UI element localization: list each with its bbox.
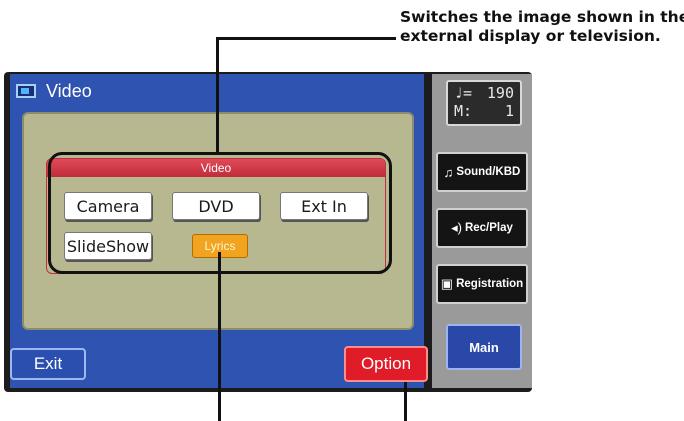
music-note-icon: ♫ <box>443 164 454 180</box>
title-bar: Video <box>10 74 424 108</box>
rec-play-button[interactable]: ◂) Rec/Play <box>436 208 528 248</box>
measure-label: M: <box>454 102 473 120</box>
lyrics-button[interactable]: Lyrics <box>192 234 248 258</box>
video-group-header: Video <box>47 159 385 177</box>
speaker-icon: ◂) <box>451 220 462 235</box>
registration-button[interactable]: ▣ Registration <box>436 264 528 304</box>
sound-kbd-button[interactable]: ♫ Sound/KBD <box>436 152 528 192</box>
annotation-line-2: external display or television. <box>400 27 661 45</box>
annotation-text: Switches the image shown in the external… <box>400 8 684 46</box>
camera-button[interactable]: Camera <box>64 192 152 220</box>
rec-play-label: Rec/Play <box>464 222 513 234</box>
book-icon: ▣ <box>440 276 454 291</box>
window-title: Video <box>46 80 92 101</box>
tempo-value: 190 <box>486 84 514 102</box>
leader-line-horizontal-top <box>216 37 396 40</box>
leader-line-vertical-top <box>216 38 219 154</box>
ext-in-button[interactable]: Ext In <box>280 192 368 220</box>
video-window-icon <box>16 84 36 98</box>
registration-label: Registration <box>456 278 524 290</box>
sound-kbd-label: Sound/KBD <box>456 166 521 178</box>
annotation-line-1: Switches the image shown in the <box>400 8 684 26</box>
tempo-display: ♩= 190 M: 1 <box>446 80 522 126</box>
option-button[interactable]: Option <box>344 346 428 382</box>
leader-line-lyrics <box>218 252 221 421</box>
main-button[interactable]: Main <box>446 324 522 370</box>
slideshow-button[interactable]: SlideShow <box>64 232 152 260</box>
measure-value: 1 <box>504 102 514 120</box>
dvd-button[interactable]: DVD <box>172 192 260 220</box>
quarter-note-icon: ♩= <box>454 84 473 102</box>
exit-button[interactable]: Exit <box>10 348 86 380</box>
leader-line-option <box>404 372 407 421</box>
